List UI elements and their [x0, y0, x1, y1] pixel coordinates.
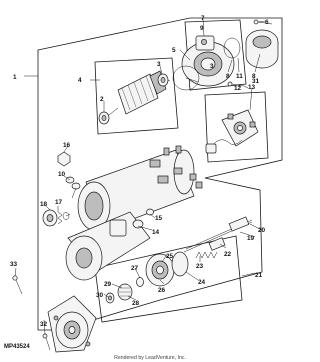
callout-14: 14: [152, 229, 160, 236]
callout-26: 26: [158, 287, 166, 294]
callout-labels: 1 2 3 3 4 5 6 7 8 8 9 10 11 12 13 14 15 …: [10, 15, 269, 328]
diagram-reference-code: MP43524: [4, 344, 30, 350]
callout-27: 27: [131, 265, 139, 272]
pinion-shaft: [183, 216, 253, 253]
bolt-c32: [42, 333, 51, 351]
callout-8b: 8: [252, 73, 256, 80]
callout-21: 21: [255, 272, 263, 279]
callout-33: 33: [10, 261, 18, 268]
leader-lines: [14, 18, 266, 335]
callout-8a: 8: [226, 73, 230, 80]
callout-3a: 3: [210, 63, 214, 70]
field-frame: [77, 149, 195, 231]
pinion-gear: [117, 283, 133, 301]
nut-c16: [57, 151, 71, 167]
callout-20: 20: [258, 227, 266, 234]
callout-2: 2: [100, 96, 104, 103]
render-credit: Rendered by LeadVenture, Inc.: [114, 355, 186, 361]
callout-3b: 3: [157, 61, 161, 68]
washer-c11: [71, 182, 81, 190]
callout-17: 17: [55, 199, 63, 206]
brush-leads: [205, 139, 243, 154]
callout-5: 5: [172, 47, 176, 54]
washer-c15: [146, 208, 154, 216]
bolt-c33: [12, 275, 23, 295]
callout-16: 16: [63, 142, 71, 149]
callout-13: 13: [248, 84, 256, 91]
bolt-c12: [227, 81, 245, 87]
callout-4: 4: [78, 77, 82, 84]
ring-c19: [62, 212, 70, 220]
bearing-c2: [98, 111, 110, 125]
callout-29: 29: [104, 281, 112, 288]
pinion-clutch: [145, 251, 189, 287]
bearing-c3a: [157, 73, 169, 87]
brush-holder: [221, 109, 259, 147]
callout-7: 7: [201, 15, 205, 22]
callout-6: 6: [265, 19, 269, 26]
cover-gasket: [223, 37, 241, 59]
starter-exploded-diagram: 1 2 3 3 4 5 6 7 8 8 9 10 11 12 13 14 15 …: [4, 15, 283, 361]
terminal-c8: [189, 173, 203, 189]
callout-32: 32: [40, 321, 48, 328]
cap-c18: [42, 209, 58, 227]
end-cover: [245, 29, 279, 69]
nose-housing: [47, 295, 97, 353]
callout-19: 19: [247, 235, 255, 242]
screw-c6: [253, 19, 273, 25]
spring-c17: [57, 211, 63, 225]
c22-sleeve: [208, 237, 226, 251]
callout-23: 23: [196, 263, 204, 270]
washer-c30: [105, 292, 115, 304]
spring-c23: [195, 251, 218, 259]
callout-10: 10: [58, 171, 66, 178]
brush-holder-box: [204, 91, 269, 163]
callout-31: 31: [252, 78, 260, 85]
collar-c27: [136, 277, 144, 287]
callout-12: 12: [234, 85, 242, 92]
drive-housing: [65, 211, 151, 281]
o-ring-seal: [172, 65, 200, 91]
rear-housing: [181, 35, 235, 87]
callout-28: 28: [132, 300, 140, 307]
callout-24: 24: [198, 279, 206, 286]
callout-11: 11: [236, 73, 243, 80]
callout-25: 25: [166, 253, 174, 260]
callout-18: 18: [40, 201, 48, 208]
callout-1: 1: [13, 74, 17, 81]
callout-9: 9: [200, 25, 204, 32]
callout-22: 22: [224, 251, 232, 258]
callout-15: 15: [155, 215, 163, 222]
bushing-c14: [132, 219, 144, 229]
armature-box: [94, 57, 179, 135]
brush-c8: [163, 145, 182, 156]
callout-30: 30: [96, 292, 104, 299]
drive-box: [94, 235, 243, 323]
